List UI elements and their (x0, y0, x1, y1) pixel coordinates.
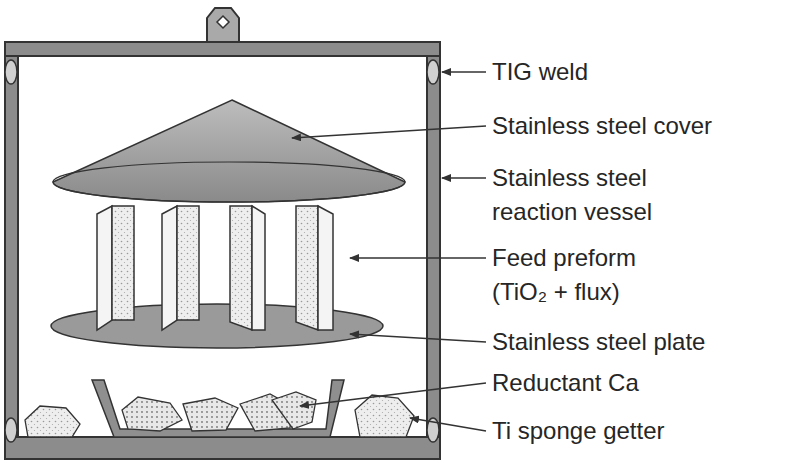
part-label: Stainless steel cover (492, 109, 782, 143)
part-label: Feed preform (TiO₂ + flux) (492, 241, 682, 309)
part-label: Stainless steel plate (492, 325, 782, 359)
part-label: TIG weld (492, 55, 782, 89)
part-label: Ti sponge getter (492, 414, 782, 448)
part-label: Reductant Ca (492, 366, 782, 400)
part-label: Stainless steel reaction vessel (492, 161, 692, 229)
